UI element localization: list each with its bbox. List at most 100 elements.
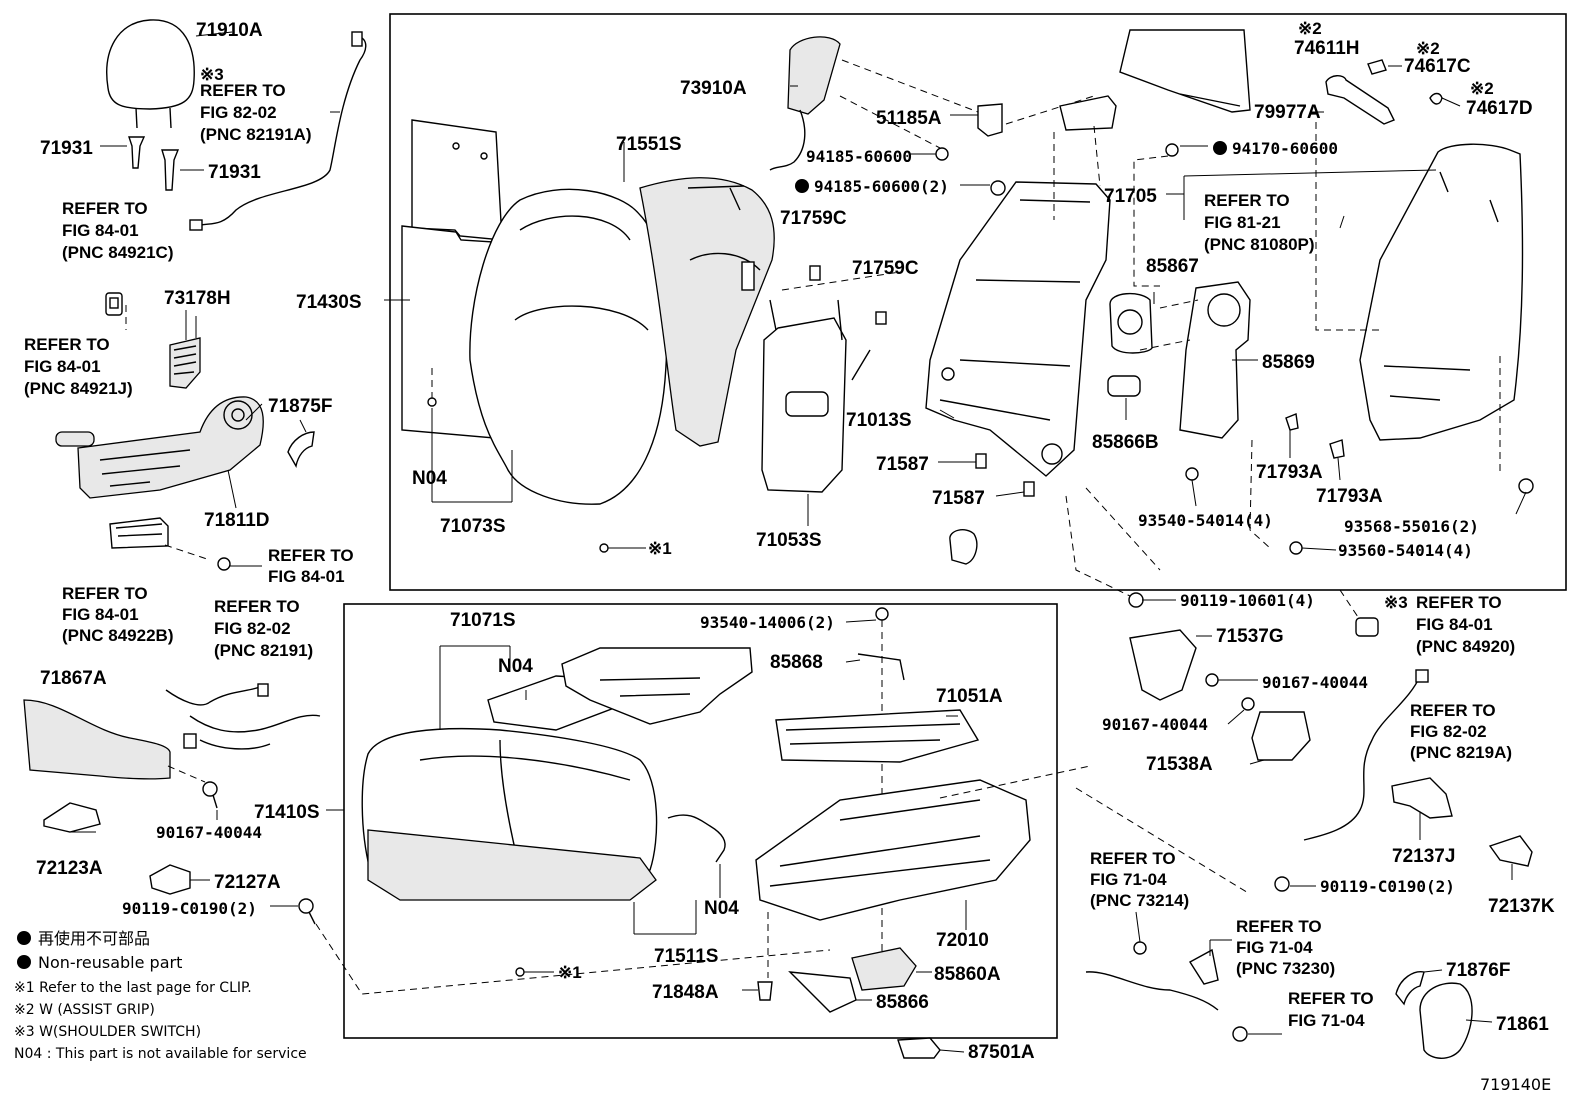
harness-connector-c[interactable] [257,683,269,697]
leader-lines [70,31,1527,1053]
legend-dot-jp [17,931,31,945]
seatback-cover-71073S[interactable] [469,188,668,505]
bolt-90167-40044-b[interactable] [1205,673,1219,687]
bolt-90119-C0190-right[interactable] [1274,876,1290,892]
cover-71876F[interactable] [1395,971,1425,1006]
sensor-harness-N04[interactable] [667,814,726,863]
switch-bezel-73178H[interactable] [169,337,201,389]
label-N04-b: N04 [498,656,533,677]
cover-72137K[interactable] [1488,835,1533,867]
label-72137J: 72137J [1392,846,1455,867]
seatback-board-71705[interactable] [1359,143,1524,441]
headrest-harness[interactable] [195,35,367,227]
svg-text:(PNC 84920): (PNC 84920) [1416,637,1515,656]
clip-71759C-a[interactable] [809,265,821,281]
label-71073S: 71073S [440,516,506,537]
label-90119-C0190-b: 90119-C0190(2) [1320,877,1455,896]
label-71910A: 71910A [196,20,263,41]
harness-8219A[interactable] [1303,675,1421,841]
cover-71538A[interactable] [1251,711,1311,761]
label-85867: 85867 [1146,256,1199,277]
harness-82191[interactable] [165,685,321,750]
bolt-90119-10601[interactable] [1128,592,1144,608]
clip-71793A-b[interactable] [1329,439,1345,459]
headrest-71910A[interactable] [106,19,195,129]
cushion-frame-72010[interactable] [755,779,1031,921]
nonreusable-dot-94185-2 [795,179,809,193]
lumbar-part-85866B[interactable] [1107,375,1141,397]
label-refer-82-02-b: REFER TO FIG 82-02 (PNC 82191) [214,597,313,660]
lumbar-frame-85869[interactable] [1179,281,1251,439]
label-93568-55016: 93568-55016(2) [1344,517,1479,536]
shell-79977A[interactable] [1119,29,1251,113]
clip-71759C-b[interactable] [875,311,887,325]
clip-71848A[interactable] [757,981,773,1001]
motor-85860A[interactable] [851,947,917,991]
side-airbag-73910A[interactable] [769,36,841,171]
label-71793A-b: 71793A [1316,486,1383,507]
cushion-plate[interactable] [561,647,753,725]
harness-85868[interactable] [857,653,905,681]
clip-71587-a[interactable] [975,453,987,469]
screw-93560-54014[interactable] [1289,541,1303,555]
grip-cap-74617D[interactable] [1429,92,1443,105]
clip-71793A-a[interactable] [1285,413,1299,431]
cover-71537G[interactable] [1129,629,1197,701]
lumbar-motor-85867[interactable] [1109,293,1153,354]
rivet-93568[interactable] [1518,478,1534,494]
seatback-frame-71013S[interactable] [925,181,1111,477]
label-71051A: 71051A [936,686,1003,707]
headrest-support-71931-right[interactable] [161,149,180,191]
cover-72137J[interactable] [1391,777,1453,819]
switch-84920[interactable] [1355,617,1379,637]
bracket-51185A[interactable] [977,103,1003,137]
seatback-pad-71551S[interactable] [639,177,775,447]
seatbelt-buckle-73230[interactable] [1085,948,1219,1011]
legend-n04: N04 : This part is not available for ser… [14,1046,307,1062]
cover-71861[interactable] [1419,982,1473,1059]
nut-71-04[interactable] [1232,1026,1248,1042]
assist-grip-74611H[interactable] [1325,75,1395,125]
switch-connector-84922B[interactable] [109,517,169,549]
harness-connector-d[interactable] [183,733,197,749]
bolt-90167-40044-c[interactable] [1241,697,1255,711]
svg-text:REFER TO: REFER TO [62,199,148,218]
clip-hook[interactable] [949,529,978,565]
headrest-support-71931-left[interactable] [128,136,146,169]
bracket-lower[interactable] [1059,95,1117,131]
lumbar-support-71053S[interactable] [761,299,871,493]
bolt-90119-C0190-left[interactable] [298,898,316,925]
cover-85866[interactable] [788,971,857,1013]
cushion-pad-71511S[interactable] [367,829,657,901]
pad-insert-71430S[interactable] [401,119,503,439]
seat-spring-71051A[interactable] [775,709,980,763]
svg-text:REFER TO: REFER TO [1416,593,1502,612]
harness-connector[interactable] [351,31,363,47]
switch-knob-84921J[interactable] [55,431,95,447]
connector-87501A[interactable] [897,1037,941,1059]
nut-73214[interactable] [1133,941,1147,955]
screw-93540-54014[interactable] [1185,467,1199,481]
label-74617C: 74617C [1404,56,1471,77]
harness-connector-b[interactable] [189,219,203,231]
screw-84-01[interactable] [217,557,262,571]
svg-text:(PNC 73214): (PNC 73214) [1090,891,1189,910]
label-73910A: 73910A [680,78,747,99]
cover-71875F[interactable] [287,431,315,468]
nut-94170-60600[interactable] [1165,143,1179,157]
nut-94185-60600[interactable] [935,147,949,161]
screw-93540-14006[interactable] [875,607,889,621]
nut-94185-60600-2[interactable] [990,180,1006,196]
harness-connector-e[interactable] [1415,669,1429,683]
label-refer-71-04-b: REFER TO FIG 71-04 (PNC 73230) [1236,917,1335,978]
svg-text:FIG 84-01: FIG 84-01 [1416,615,1493,634]
seat-cushion-trim-71867A[interactable] [23,699,171,780]
grip-cap-74617C[interactable] [1367,59,1387,75]
cushion-group-frame [343,603,1058,1039]
cover-72127A[interactable] [149,864,191,895]
clip-71587-b[interactable] [1023,481,1035,497]
bolt-90167-40044-left[interactable] [202,781,218,809]
cover-72123A[interactable] [43,802,101,833]
seat-side-shield-71811D[interactable] [77,396,264,499]
connector-84921C[interactable] [105,292,123,316]
